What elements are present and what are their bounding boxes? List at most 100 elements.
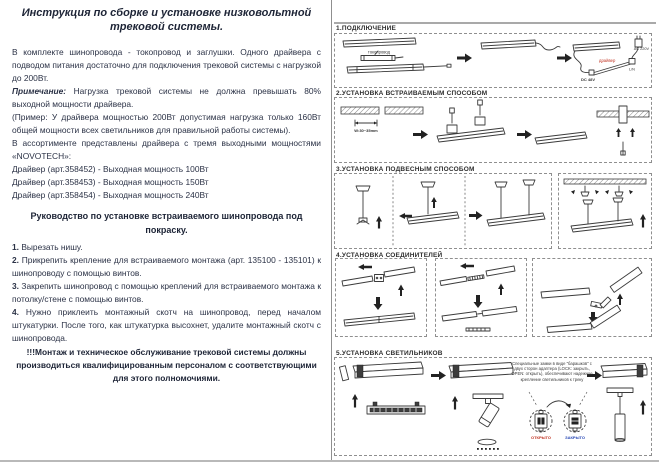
diagram-flex-connector [439, 263, 518, 332]
assembled-track-icon [534, 131, 588, 145]
step-3: 3. Закрепить шинопровод с помощью крепле… [12, 280, 321, 306]
arrow-right-icon [431, 371, 446, 380]
flex-strip-small-icon [465, 327, 491, 332]
dimension-label: W:30~35mm [354, 128, 378, 133]
arrow-left-icon [460, 263, 474, 269]
section-4-box-corner [532, 258, 652, 337]
step-text: Вырезать нишу. [19, 242, 83, 252]
spot-light-icon [472, 393, 504, 450]
arrow-up-icon [640, 400, 646, 415]
column-divider [331, 0, 332, 460]
two-rods-track-icon [469, 179, 546, 227]
driver-label: драйвер [599, 58, 616, 63]
section-1-title: 1.ПОДКЛЮЧЕНИЕ [336, 25, 397, 32]
diagram-column: 1.ПОДКЛЮЧЕНИЕ токопровод [332, 0, 659, 460]
section-4-box-straight [335, 258, 427, 337]
joined-flex-track-icon [441, 306, 518, 322]
rod-to-track-icon [399, 181, 460, 225]
track-with-wire-icon [480, 39, 561, 51]
diagram-connection: токопровод [342, 35, 650, 82]
section-5-title: 5.УСТАНОВКА СВЕТИЛЬНИКОВ [336, 350, 443, 357]
angled-track-icon [609, 266, 643, 293]
corner-connector-icon [590, 296, 612, 309]
section-1-box: токопровод [334, 33, 652, 88]
linear-light-icon [366, 401, 426, 415]
section-3-title: 3.УСТАНОВКА ПОДВЕСНЫМ СПОСОБОМ [336, 166, 475, 173]
niche-cutout-icon [340, 106, 424, 127]
joined-corner-icon [546, 304, 622, 333]
power-feed-icon [360, 50, 404, 61]
arrow-up-icon [452, 396, 458, 410]
step-text: Нужно приклеить монтажный скотч на шиноп… [12, 307, 321, 343]
note-label: Примечание: [12, 86, 67, 96]
suspension-rod-icon [355, 185, 382, 229]
ac-label: AC 220V [634, 47, 650, 51]
guide-title: Руководство по установке встраиваемого ш… [30, 211, 303, 235]
track-adapter-icon [338, 361, 424, 382]
step-text: Прикрепить крепление для встраиваемого м… [12, 255, 321, 278]
diagram-luminaires: ОТКРЫТО ЗАКРЫТО [338, 361, 648, 450]
section-3-box-main [334, 173, 552, 249]
section-3-box-ceiling [558, 173, 652, 249]
lock-open-icon [528, 391, 553, 433]
arrow-down-icon [373, 297, 383, 310]
section-2-box: W:30~35mm [334, 97, 652, 163]
flex-strip-icon [467, 274, 485, 282]
text-column: Инструкция по сборке и установке низково… [12, 7, 321, 383]
note-text: Нагрузка трековой системы не должна прев… [12, 86, 321, 109]
horizontal-track-icon [540, 287, 591, 299]
step-number: 1. [12, 242, 19, 252]
track-with-clips-icon [436, 99, 506, 143]
section-4-title: 4.УСТАНОВКА СОЕДИНИТЕЛЕЙ [336, 252, 443, 259]
assortment-paragraph: В ассортименте представлены драйвера с т… [12, 138, 321, 161]
arrow-right-icon [413, 130, 428, 139]
lock-closed-icon [563, 391, 588, 433]
closed-label: ЗАКРЫТО [565, 435, 585, 440]
track-adapter-icon [600, 363, 648, 378]
track-exploded-icon [346, 63, 452, 74]
driver-line: Драйвер (арт.358453) - Выходная мощность… [12, 177, 209, 187]
track-adapter-icon [448, 362, 514, 379]
driver-line: Драйвер (арт.358454) - Выходная мощность… [12, 190, 209, 200]
arrow-up-icon [352, 394, 358, 408]
open-label: ОТКРЫТО [531, 435, 551, 440]
top-rule [334, 22, 656, 24]
arrow-up-icon [617, 293, 623, 305]
diagram-corner-connector [540, 266, 643, 333]
arrow-right-icon [517, 130, 532, 139]
section-4-box-flex [435, 258, 527, 337]
hung-track-icon [570, 197, 646, 233]
step-1: 1. Вырезать нишу. [12, 241, 321, 254]
dc-label: DC 48V [581, 77, 595, 82]
pendant-light-icon [606, 387, 634, 443]
step-text: Закрепить шинопровод с помощью креплений… [12, 281, 321, 304]
arrow-up-icon [498, 283, 504, 295]
warning-text: !!!Монтаж и техническое обслуживание тре… [16, 347, 317, 383]
intro-paragraph: В комплекте шинопровода - токопровод и з… [12, 47, 321, 83]
joined-track-icon [343, 312, 416, 327]
arrow-down-icon [588, 312, 598, 323]
section-5-box: Специальные замки в виде "барашков" с дв… [334, 357, 652, 456]
diagram-straight-connector [341, 264, 416, 327]
ceiling-mount-icon [563, 178, 647, 197]
step-number: 4. [12, 307, 19, 317]
tokoprovod-label: токопровод [368, 50, 391, 55]
powered-track-icon [572, 41, 621, 73]
page-title: Инструкция по сборке и установке низково… [21, 7, 312, 33]
note-paragraph: Примечание: Нагрузка трековой системы не… [12, 85, 321, 111]
example-paragraph: (Пример: У драйвера мощностью 200Вт допу… [12, 112, 321, 135]
diagram-suspended [355, 176, 546, 246]
rotate-arrow-head [565, 403, 571, 408]
arrow-right-icon [457, 53, 472, 63]
arrow-left-icon [358, 264, 372, 270]
step-number: 2. [12, 255, 19, 265]
track-icon [342, 37, 417, 48]
ln-label: L/N [629, 68, 635, 72]
section-2-title: 2.УСТАНОВКА ВСТРАИВАЕМЫМ СПОСОБОМ [336, 90, 488, 97]
driver-icon [588, 35, 643, 76]
ceiling-cross-section-icon [596, 105, 650, 156]
driver-line: Драйвер (арт.358452) - Выходная мощность… [12, 164, 209, 174]
lock-note: Специальные замки в виде "барашков" с дв… [511, 361, 593, 382]
rotate-arrow-icon [546, 400, 570, 408]
arrow-right-icon [587, 371, 602, 380]
